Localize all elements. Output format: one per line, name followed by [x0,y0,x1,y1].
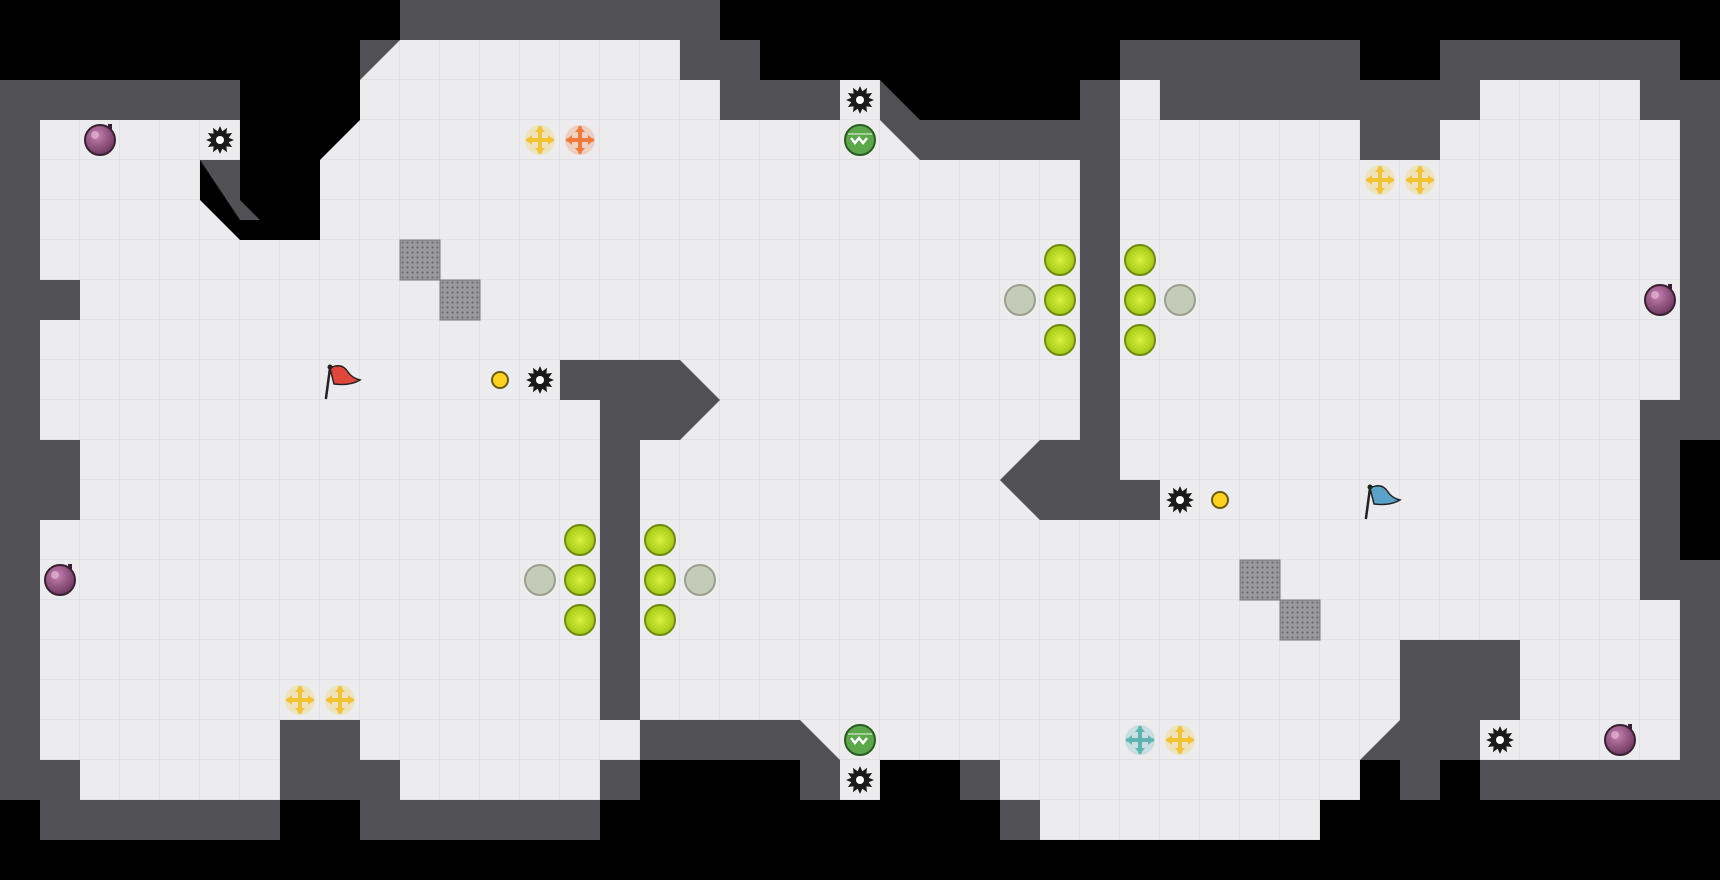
gate-icon [1124,284,1156,316]
boost-icon [285,685,315,715]
gate-icon [1164,284,1196,316]
boost-icon [1365,165,1395,195]
bomb-icon [44,564,76,596]
bomb-icon [84,124,116,156]
button-icon [1211,491,1229,509]
boost-icon [565,125,595,155]
powerup-icon [844,724,876,756]
gate-icon [564,524,596,556]
inner-walls [200,80,1520,800]
boost-icon [525,125,555,155]
spike-icon [846,766,874,794]
wall-bottom-right-block [1400,640,1520,800]
wall-center-block [560,360,720,720]
bomb-icon [1644,284,1676,316]
grate-icon [439,279,481,321]
wall-top-left-notch [200,160,260,220]
gate-icon [1124,324,1156,356]
gate-icon [1124,244,1156,276]
boost-icon [1125,725,1155,755]
boost-icon [325,685,355,715]
grate-icon [399,239,441,281]
floor [40,40,1680,840]
gate-icon [684,564,716,596]
gate-icon [644,524,676,556]
gate-icon [564,564,596,596]
spike-icon [846,86,874,114]
boost-icon [1405,165,1435,195]
button-icon [491,371,509,389]
gate-icon [644,564,676,596]
gate-icon [1044,244,1076,276]
flag-icon [1364,484,1402,520]
wall-right-divider [1000,120,1160,520]
gate-icon [524,564,556,596]
flag-icon [324,364,362,400]
gate-icon [644,604,676,636]
gate-icon [564,604,596,636]
powerup-icon [844,124,876,156]
spike-icon [1166,486,1194,514]
gate-icon [1004,284,1036,316]
gate-icon [1044,324,1076,356]
entities [44,86,1676,794]
boost-icon [1165,725,1195,755]
floor-left-section [40,40,1680,840]
wall-bottom-left-block [280,720,360,760]
gate-icon [1044,284,1076,316]
spike-icon [1486,726,1514,754]
grate-icon [1279,599,1321,641]
wall-top-right-notch [1360,80,1440,160]
grate-icon [1239,559,1281,601]
bomb-icon [1604,724,1636,756]
spike-icon [206,126,234,154]
spike-icon [526,366,554,394]
